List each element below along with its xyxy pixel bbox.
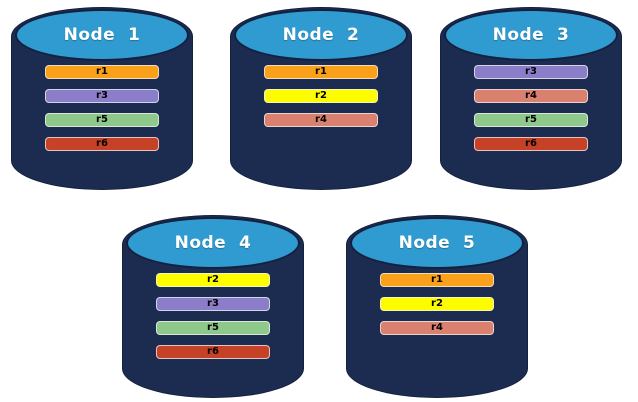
replica-bar-r5: r5 [45,113,159,127]
node-cylinder-5: Node 5 r1 r2 r4 [346,215,528,398]
database-cylinder-top: Node 1 [15,9,189,61]
replica-bar-r4: r4 [474,89,588,103]
node-label: Node 3 [492,25,570,45]
replica-list: r1 r3 r5 r6 [11,65,193,151]
database-cylinder-top: Node 4 [126,217,300,269]
replica-bar-r6: r6 [474,137,588,151]
node-cylinder-3: Node 3 r3 r4 r5 r6 [440,7,622,190]
replica-bar-r1: r1 [264,65,378,79]
replica-bar-r5: r5 [156,321,270,335]
replica-bar-r1: r1 [45,65,159,79]
node-cylinder-1: Node 1 r1 r3 r5 r6 [11,7,193,190]
replica-bar-r3: r3 [474,65,588,79]
replica-list: r1 r2 r4 [230,65,412,127]
node-cylinder-4: Node 4 r2 r3 r5 r6 [122,215,304,398]
node-label: Node 5 [398,233,476,253]
replica-bar-r3: r3 [156,297,270,311]
replica-bar-r4: r4 [380,321,494,335]
replica-bar-r3: r3 [45,89,159,103]
replica-bar-r6: r6 [45,137,159,151]
replica-bar-r2: r2 [156,273,270,287]
replica-bar-r5: r5 [474,113,588,127]
replica-list: r3 r4 r5 r6 [440,65,622,151]
node-label: Node 4 [174,233,252,253]
replica-bar-r2: r2 [264,89,378,103]
node-cylinder-2: Node 2 r1 r2 r4 [230,7,412,190]
replica-bar-r1: r1 [380,273,494,287]
database-cylinder-top: Node 2 [234,9,408,61]
database-cylinder-top: Node 3 [444,9,618,61]
replica-bar-r4: r4 [264,113,378,127]
replica-list: r2 r3 r5 r6 [122,273,304,359]
replica-bar-r2: r2 [380,297,494,311]
node-label: Node 2 [282,25,360,45]
replica-bar-r6: r6 [156,345,270,359]
node-label: Node 1 [63,25,141,45]
database-cylinder-top: Node 5 [350,217,524,269]
replica-list: r1 r2 r4 [346,273,528,335]
